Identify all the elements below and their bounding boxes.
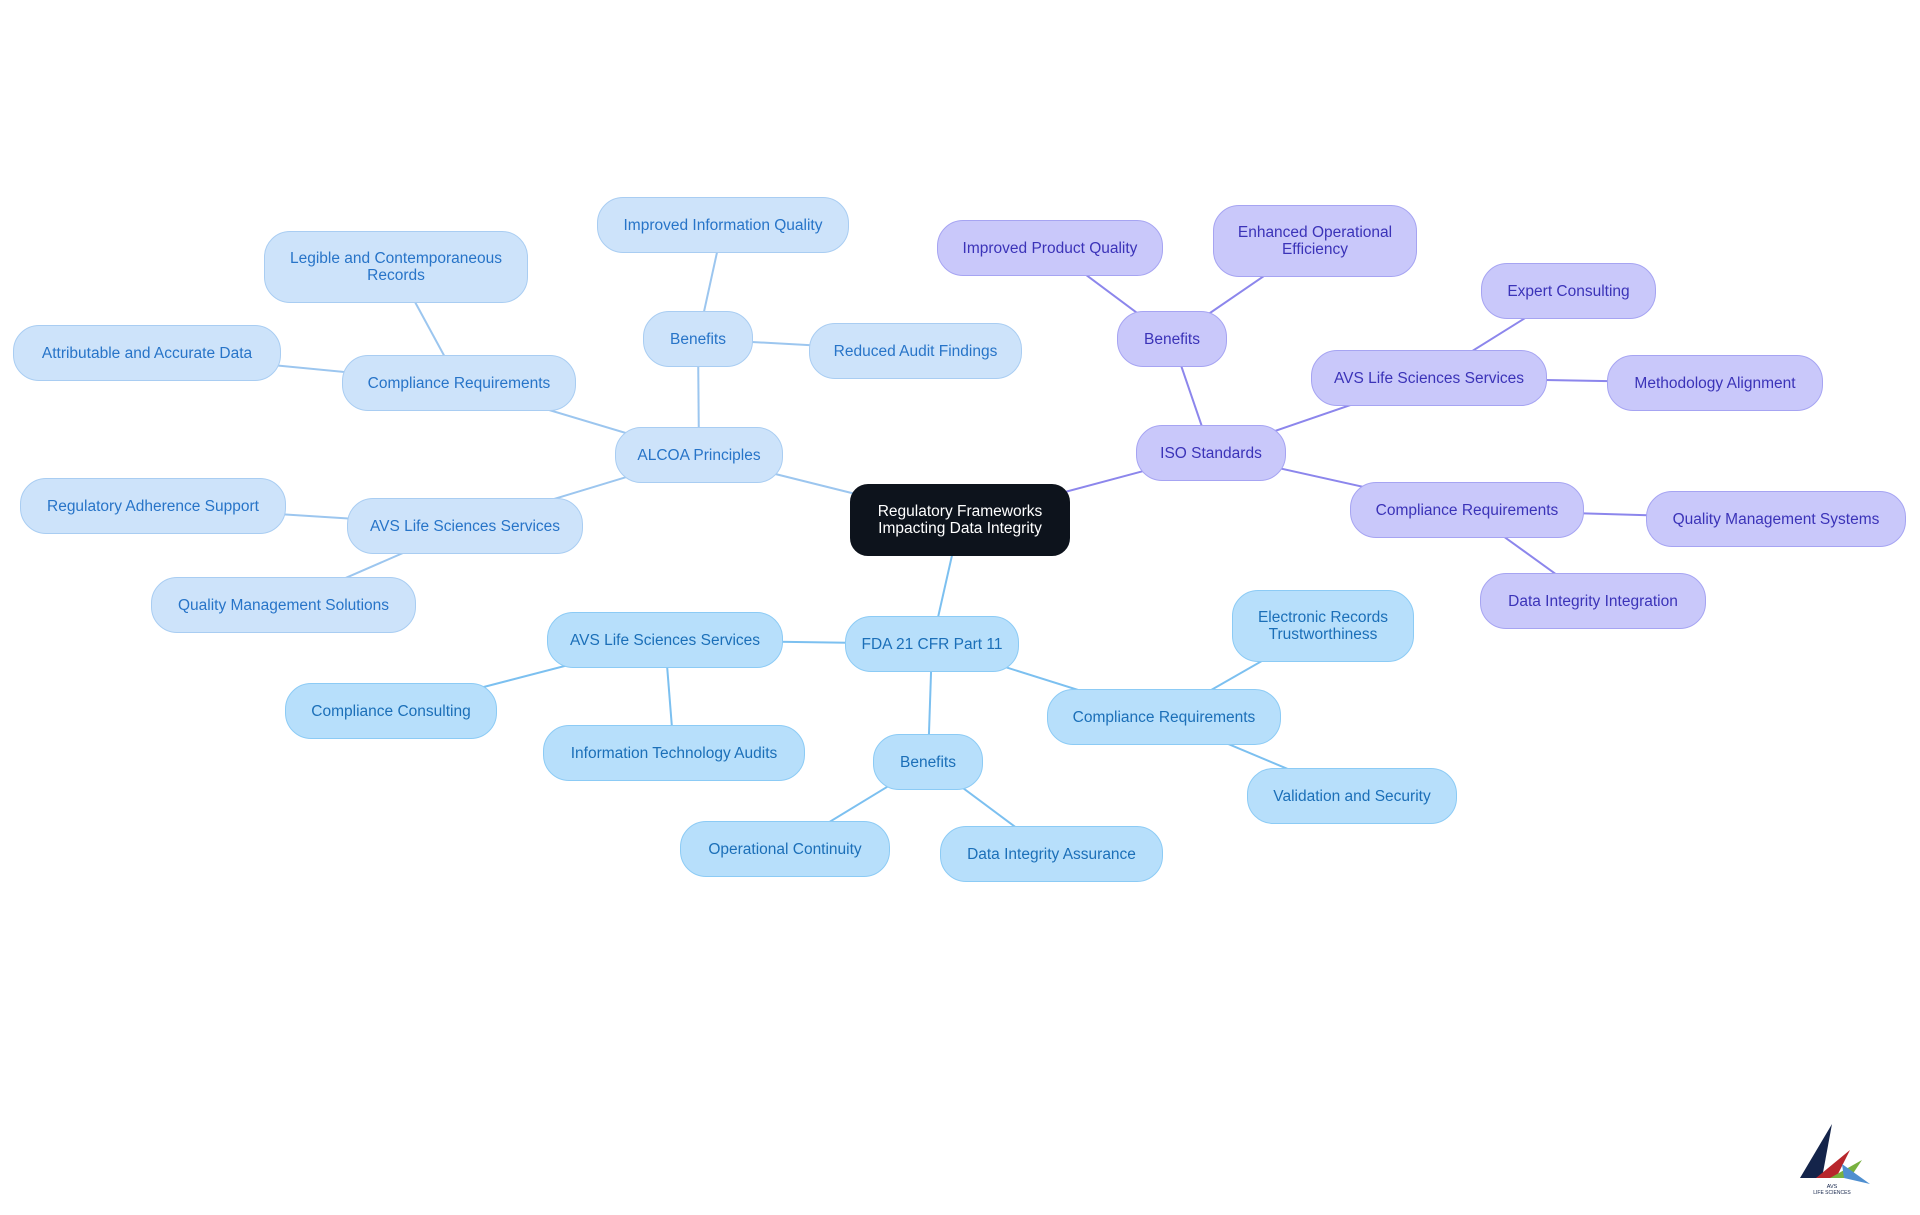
alcoa-principles-node[interactable]: ALCOA Principles — [615, 427, 783, 483]
attributable-accurate-data-node[interactable]: Attributable and Accurate Data — [13, 325, 281, 381]
quality-management-systems-node[interactable]: Quality Management Systems — [1646, 491, 1906, 547]
quality-management-solutions-node[interactable]: Quality Management Solutions — [151, 577, 416, 633]
improved-information-quality-node[interactable]: Improved Information Quality — [597, 197, 849, 253]
information-technology-audits-node[interactable]: Information Technology Audits — [543, 725, 805, 781]
svg-text:AVS: AVS — [1827, 1184, 1838, 1190]
reduced-audit-findings-node[interactable]: Reduced Audit Findings — [809, 323, 1022, 379]
iso-benefits-node[interactable]: Benefits — [1117, 311, 1227, 367]
expert-consulting-node[interactable]: Expert Consulting — [1481, 263, 1656, 319]
fda-avs-services-node[interactable]: AVS Life Sciences Services — [547, 612, 783, 668]
svg-text:LIFE SCIENCES: LIFE SCIENCES — [1813, 1190, 1851, 1195]
improved-product-quality-node[interactable]: Improved Product Quality — [937, 220, 1163, 276]
fda-benefits-node[interactable]: Benefits — [873, 734, 983, 790]
data-integrity-integration-node[interactable]: Data Integrity Integration — [1480, 573, 1706, 629]
validation-and-security-node[interactable]: Validation and Security — [1247, 768, 1457, 824]
fda-compliance-requirements-node[interactable]: Compliance Requirements — [1047, 689, 1281, 745]
alcoa-benefits-node[interactable]: Benefits — [643, 311, 753, 367]
regulatory-adherence-support-node[interactable]: Regulatory Adherence Support — [20, 478, 286, 534]
compliance-consulting-node[interactable]: Compliance Consulting — [285, 683, 497, 739]
iso-standards-node[interactable]: ISO Standards — [1136, 425, 1286, 481]
alcoa-compliance-requirements-node[interactable]: Compliance Requirements — [342, 355, 576, 411]
fda-21-cfr-part-11-node[interactable]: FDA 21 CFR Part 11 — [845, 616, 1019, 672]
avs-life-sciences-logo: AVS LIFE SCIENCES — [1800, 1124, 1870, 1195]
operational-continuity-node[interactable]: Operational Continuity — [680, 821, 890, 877]
enhanced-operational-efficiency-node[interactable]: Enhanced Operational Efficiency — [1213, 205, 1417, 277]
methodology-alignment-node[interactable]: Methodology Alignment — [1607, 355, 1823, 411]
legible-contemporaneous-records-node[interactable]: Legible and Contemporaneous Records — [264, 231, 528, 303]
iso-avs-services-node[interactable]: AVS Life Sciences Services — [1311, 350, 1547, 406]
electronic-records-trustworthiness-node[interactable]: Electronic Records Trustworthiness — [1232, 590, 1414, 662]
alcoa-avs-services-node[interactable]: AVS Life Sciences Services — [347, 498, 583, 554]
data-integrity-assurance-node[interactable]: Data Integrity Assurance — [940, 826, 1163, 882]
iso-compliance-requirements-node[interactable]: Compliance Requirements — [1350, 482, 1584, 538]
root-node[interactable]: Regulatory Frameworks Impacting Data Int… — [850, 484, 1070, 556]
